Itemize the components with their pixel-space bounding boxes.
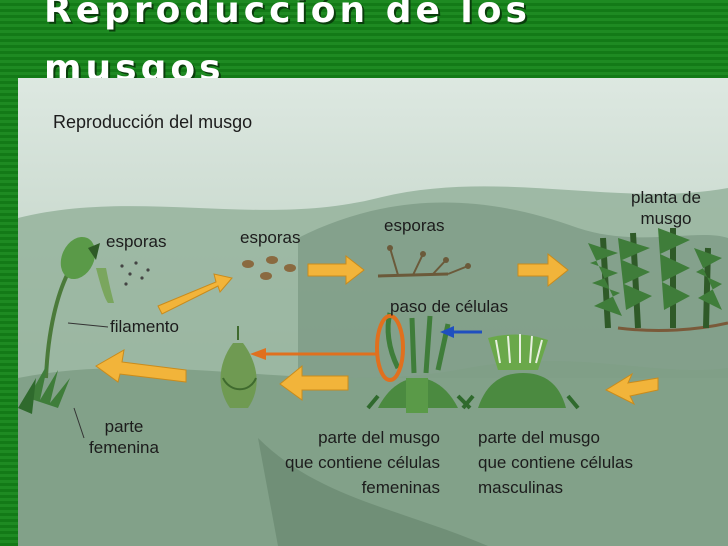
leader-filamento [67, 322, 109, 328]
open-capsule [96, 261, 150, 303]
label-esporas-2: esporas [240, 228, 301, 247]
label-femenina-2: que contiene células [284, 453, 440, 472]
transfer-arrow [250, 348, 376, 360]
label-planta-de-musgo: planta de musgo [631, 188, 701, 228]
label-masculina-2: que contiene células [478, 453, 634, 472]
cycle-arrow-2 [307, 254, 365, 286]
female-bud [220, 326, 257, 408]
moss-with-capsule [18, 236, 100, 414]
moss-plant [588, 228, 728, 332]
label-filamento: filamento [110, 317, 179, 336]
label-esporas-1: esporas [106, 232, 167, 251]
male-plant [461, 334, 580, 410]
label-masculina-3: masculinas [478, 478, 564, 497]
cycle-arrow-1 [157, 273, 233, 315]
cycle-arrow-6 [95, 349, 187, 383]
title-banner: Reproducción de los musgos [0, 0, 728, 78]
cycle-arrow-5 [279, 364, 349, 401]
label-femenina-1: parte del musgo [318, 428, 440, 447]
blue-arrow [440, 326, 482, 338]
slide-title: Reproducción de los musgos [44, 0, 531, 78]
label-paso-de-celulas: paso de células [390, 297, 509, 316]
label-masculina-1: parte del musgo [478, 428, 600, 447]
cycle-arrow-3 [517, 252, 569, 288]
label-parte-femenina: parte femenina [89, 417, 159, 457]
cycle-arrow-4 [604, 372, 659, 406]
leader-femenina [73, 407, 85, 439]
transfer-highlight [375, 314, 405, 382]
germinating-spores [377, 245, 471, 278]
diagram-illustration [18, 78, 728, 546]
diagram-panel: Reproducción del musgo esporas esporas e… [18, 78, 728, 546]
spores-cluster [242, 256, 296, 280]
banner-left-edge [0, 78, 18, 546]
label-esporas-3: esporas [384, 216, 445, 235]
diagram-title: Reproducción del musgo [53, 112, 253, 132]
shadow-ground [258, 438, 488, 546]
label-femenina-3: femeninas [361, 478, 440, 497]
